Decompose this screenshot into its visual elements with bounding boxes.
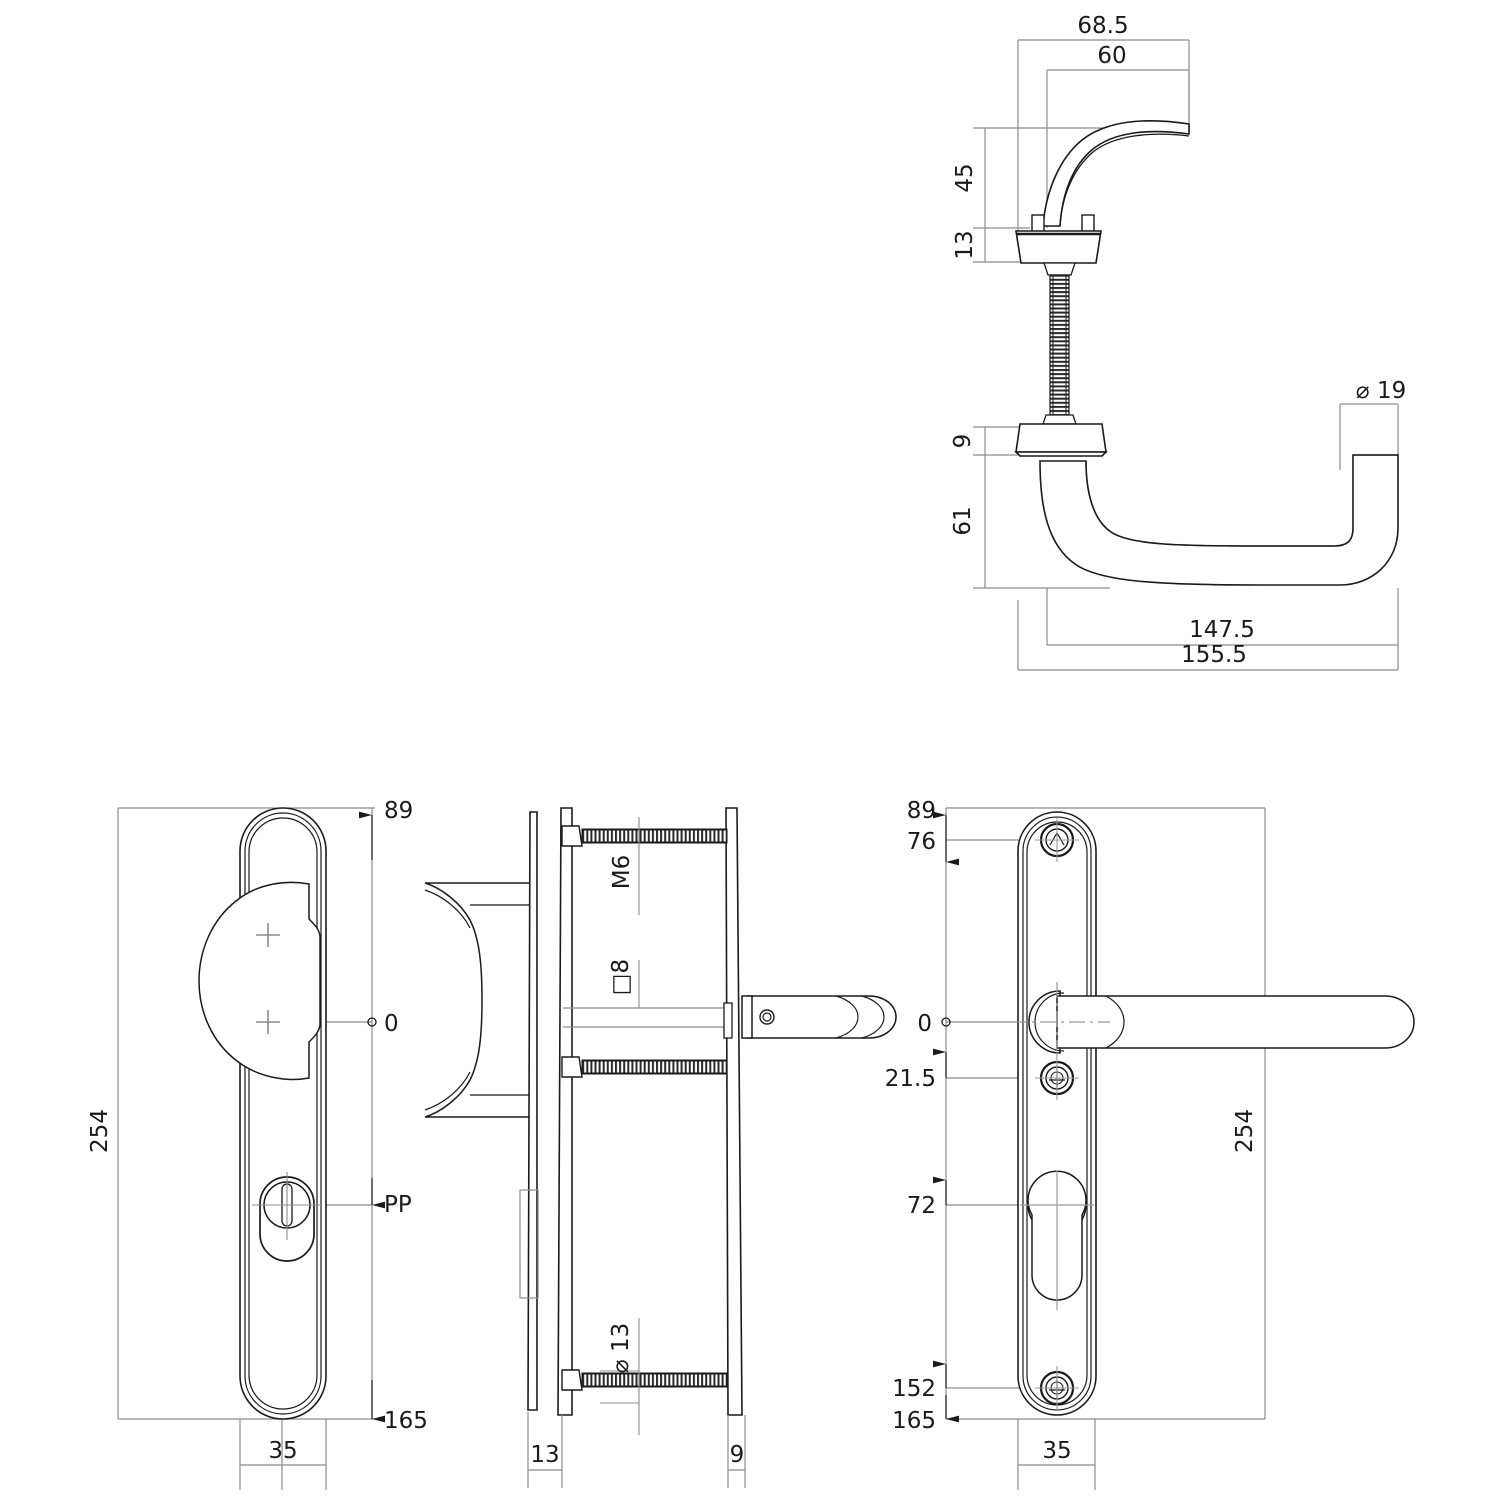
section-plate-right [725,807,743,1416]
section-bolt-top [561,825,728,847]
screw-top [1035,818,1079,862]
dim-label-35-left: 35 [268,1438,297,1464]
dim-label-152-right: 152 [892,1376,936,1402]
dim-label-45: 45 [952,163,978,192]
dimension-21-5-right: 21.5 [885,1048,947,1092]
label-m6: M6 [609,817,640,915]
view-side-elevation-lever: 68.5 60 45 13 9 61 ⌀ 19 [950,13,1406,671]
section-plate-left-tab [519,1189,539,1299]
dim-label-pp: PP [384,1192,412,1218]
dim-label-68-5: 68.5 [1077,13,1128,39]
dimension-dia-19: ⌀ 19 [1340,378,1406,405]
section-bolt-bottom [561,1369,728,1391]
upper-lever-profile [1042,120,1190,227]
dimension-35-right: 35 [1018,1438,1095,1466]
knob-center-marks [256,923,280,1034]
dimension-0-left: 0 [367,1011,399,1037]
dimension-9-mid: 9 [728,1442,745,1471]
dim-label-89-left: 89 [384,798,413,824]
dim-label-21-5-right: 21.5 [885,1066,936,1092]
backplate-right [1017,811,1097,1416]
dim-label-76-right: 76 [907,829,936,855]
section-knob-profile [424,882,533,1118]
dimension-68-5: 68.5 [1018,13,1189,41]
dim-label-165-left: 165 [384,1408,428,1434]
cylinder-centerlines-right [1020,1170,1094,1310]
lower-collar [1042,414,1077,425]
dimension-155-5: 155.5 [1018,642,1398,671]
section-knob-inner-edge [424,889,532,1111]
lower-lever-inner-line [1085,454,1398,547]
dim-extension-lines-top [973,40,1399,670]
dimension-89-right: 89 [907,798,947,840]
dim-label-13-top: 13 [952,230,978,259]
dim-label-61: 61 [950,506,976,535]
lever-centerline-right [1011,982,1110,1062]
cylinder-centerlines-left [252,1172,322,1240]
dim-label-60: 60 [1097,43,1126,69]
section-spindle [563,1002,733,1039]
screw-upper-mid [1035,1056,1079,1100]
lever-neck-posts [1031,214,1095,233]
dimension-254-left: 254 [87,1109,113,1153]
dimension-147-5: 147.5 [1047,617,1398,646]
dimension-72-right: 72 [907,1176,947,1219]
label-dia-13-text: ⌀ 13 [608,1323,634,1373]
dim-label-0-right: 0 [917,1011,932,1037]
section-lever [741,995,897,1039]
dim-extension-lines-right [945,807,1266,1490]
view-section: M6 □8 [424,807,897,1488]
dimension-45: 45 [952,128,986,228]
dimension-165-right: 165 [892,1395,959,1434]
upper-rose [1015,230,1102,264]
dim-label-155-5: 155.5 [1181,642,1247,668]
dim-label-13-mid: 13 [530,1442,559,1468]
dimension-0-right: 0 [917,1011,951,1037]
dim-label-9-mid: 9 [730,1442,745,1468]
label-square-8: □8 [608,959,640,1008]
dim-label-254-right: 254 [1232,1109,1258,1153]
dimension-13-top: 13 [952,228,986,262]
dimension-89-left: 89 [359,798,413,860]
dimension-60: 60 [1047,43,1189,71]
dim-label-dia-19: ⌀ 19 [1356,378,1406,404]
knob-body [198,881,321,1081]
dim-label-35-right: 35 [1042,1438,1071,1464]
dimension-61: 61 [950,455,986,588]
backplate-left-inner-edge [244,812,322,1415]
section-bottom-ext-lines [527,1412,746,1488]
dimension-165-left: 165 [371,1380,428,1434]
dim-label-165-right: 165 [892,1408,936,1434]
dim-label-72-right: 72 [907,1193,936,1219]
dimension-9-top: 9 [950,427,986,455]
lever-arm-right [1056,995,1415,1049]
dimension-152-right: 152 [892,1360,947,1402]
dimension-pp-left: PP [371,1178,412,1218]
upper-collar [1043,262,1076,276]
dim-label-147-5: 147.5 [1189,617,1255,643]
dim-label-254-left: 254 [87,1109,113,1153]
backplate-right-inner-edge [1022,816,1092,1411]
threaded-spindle [1049,274,1070,424]
view-front-lever: 89 76 0 21.5 72 152 165 [885,798,1415,1490]
dim-extension-lines-left [117,807,375,1490]
dimension-35-left: 35 [240,1438,326,1466]
dimension-76-right: 76 [907,829,959,866]
label-square-8-text: □8 [608,959,634,995]
label-dia-13: ⌀ 13 [600,1318,640,1435]
dim-label-0-left: 0 [384,1011,399,1037]
label-m6-text: M6 [609,855,635,889]
upper-lever-inner-edge [1059,133,1190,227]
dim-label-9-top: 9 [950,434,976,449]
screw-bottom [1035,1366,1079,1410]
dim-label-89-right: 89 [907,798,936,824]
dimension-254-right: 254 [1232,1109,1258,1153]
section-bolt-middle [561,1056,728,1078]
view-front-knob: 89 0 PP 165 254 35 [87,798,428,1490]
lower-rose [1014,423,1108,457]
section-plate-left [527,807,573,1416]
dimension-13-mid: 13 [528,1442,562,1471]
